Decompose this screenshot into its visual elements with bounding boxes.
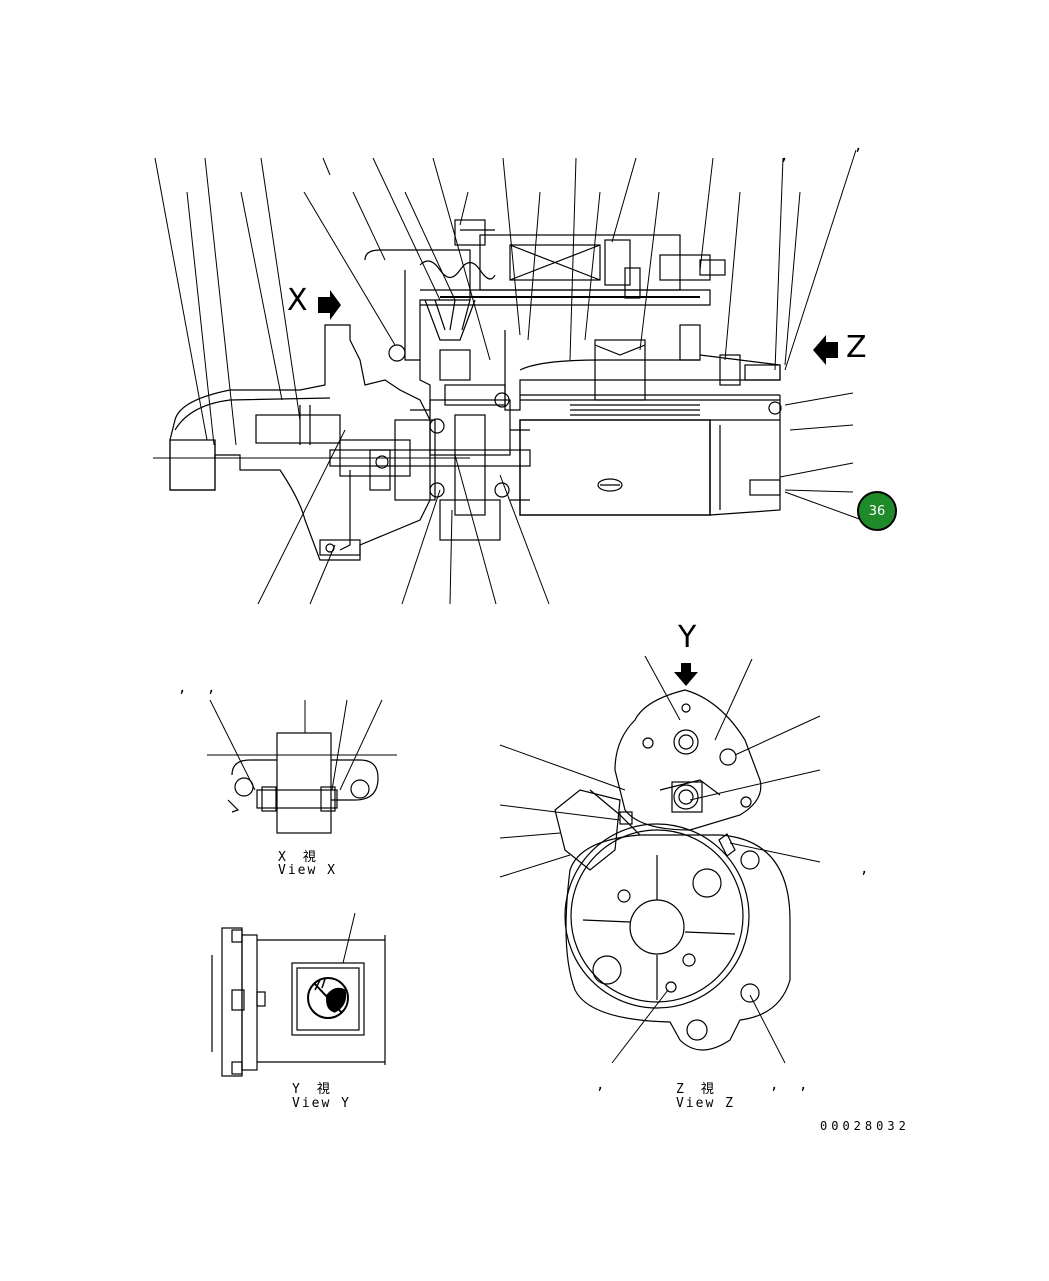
- z-arrow-icon: [813, 335, 838, 365]
- y-arrow-icon: [674, 663, 698, 686]
- leader-lines-bottom: [257, 429, 550, 605]
- view-x-title-jp: X 視: [278, 850, 318, 865]
- leader-lines-right: [779, 392, 863, 521]
- view-z-title-jp: Z 視: [676, 1082, 716, 1097]
- x-arrow-icon: [318, 290, 341, 320]
- figure-number: 00028032: [820, 1119, 910, 1133]
- view-z-arrow-letter: Z: [846, 330, 867, 365]
- callout-comma: ,: [780, 148, 789, 164]
- view-x-drawing: [207, 699, 397, 834]
- view-y-title-en: View Y: [292, 1096, 351, 1111]
- callout-badge[interactable]: 36: [857, 491, 897, 531]
- view-y-title-jp: Y 視: [292, 1082, 332, 1097]
- callout-comma: ,: [860, 861, 869, 877]
- view-x-title-en: View X: [278, 863, 337, 878]
- callout-comma: ,: [596, 1077, 605, 1093]
- no-water-warning-icon: [307, 977, 349, 1019]
- callout-comma: ,: [770, 1077, 779, 1093]
- callout-comma: ,: [178, 680, 187, 696]
- view-x-arrow-letter: X: [287, 283, 308, 318]
- view-y-arrow-letter: Y: [678, 620, 697, 655]
- callout-comma: ,: [799, 1077, 808, 1093]
- callout-comma: ,: [854, 138, 863, 154]
- view-z-title-en: View Z: [676, 1096, 735, 1111]
- view-z-drawing: [499, 655, 821, 1064]
- view-y-drawing: [211, 912, 386, 1077]
- leader-lines-top: [154, 149, 857, 446]
- callout-comma: ,: [207, 680, 216, 696]
- main-side-view: [153, 149, 863, 605]
